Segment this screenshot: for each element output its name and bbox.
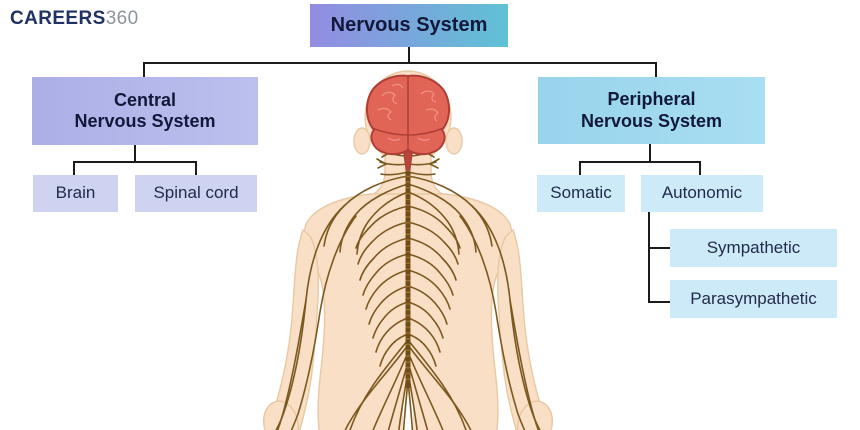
connector-brain-up xyxy=(73,161,75,175)
connector-cns-down xyxy=(134,145,136,161)
node-nervous-system-label: Nervous System xyxy=(330,13,488,36)
connector-spinal-up xyxy=(195,161,197,175)
connector-cns-up xyxy=(143,62,145,77)
node-spinal-cord: Spinal cord xyxy=(135,175,257,212)
node-somatic: Somatic xyxy=(537,175,625,212)
node-pns-label-line1: Peripheral xyxy=(607,89,696,110)
node-parasympathetic-label: Parasympathetic xyxy=(690,288,817,308)
body-side xyxy=(262,127,371,430)
node-autonomic: Autonomic xyxy=(641,175,763,212)
logo-light-text: 360 xyxy=(105,8,139,29)
node-sympathetic-label: Sympathetic xyxy=(706,237,801,257)
connector-sympathetic-branch xyxy=(648,247,670,249)
node-autonomic-label: Autonomic xyxy=(661,183,743,203)
connector-cns-bracket xyxy=(73,161,197,163)
connector-root-horizontal xyxy=(143,62,657,64)
node-sympathetic: Sympathetic xyxy=(670,229,837,267)
node-brain-label: Brain xyxy=(55,183,96,203)
connector-somatic-up xyxy=(579,161,581,175)
node-cns-label-line1: Central xyxy=(113,89,176,110)
connector-pns-down xyxy=(649,144,651,161)
node-nervous-system: Nervous System xyxy=(310,4,508,47)
connector-autonomic-down xyxy=(648,212,650,303)
connector-pns-bracket xyxy=(579,161,701,163)
node-cns-label-line2: Nervous System xyxy=(74,111,216,131)
connector-pns-up xyxy=(655,62,657,77)
nerves-illustration xyxy=(275,146,409,430)
node-central-nervous-system: Central Nervous System xyxy=(32,77,258,145)
node-brain: Brain xyxy=(33,175,118,212)
logo-bold-text: CAREERS xyxy=(10,8,106,29)
node-spinal-cord-label: Spinal cord xyxy=(153,183,239,203)
connector-autonomic-up xyxy=(699,161,701,175)
connector-root-down xyxy=(408,47,410,62)
brain-illustration xyxy=(365,74,451,171)
connector-parasympathetic-branch xyxy=(648,301,670,303)
node-somatic-label: Somatic xyxy=(550,183,612,203)
node-parasympathetic: Parasympathetic xyxy=(670,280,837,318)
node-pns-label-line2: Nervous System xyxy=(580,110,723,131)
careers360-logo: CAREERS360 xyxy=(10,8,139,30)
node-peripheral-nervous-system: Peripheral Nervous System xyxy=(538,77,765,144)
